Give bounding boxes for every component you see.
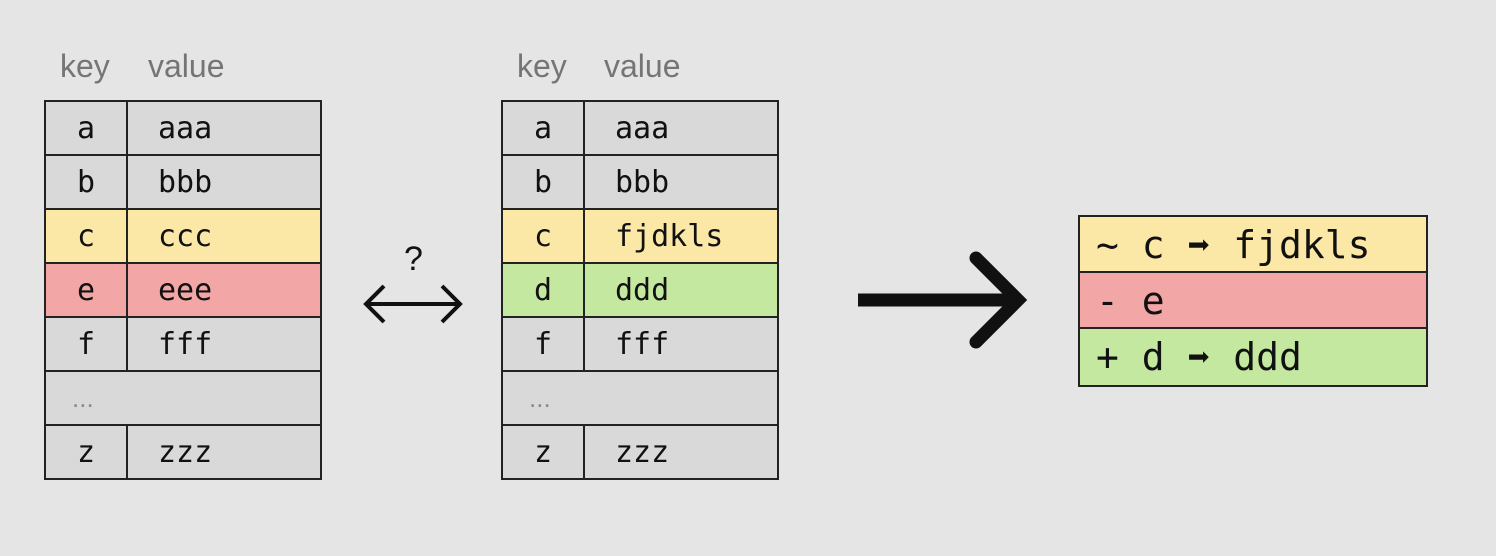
- result-line-removed: - e: [1080, 273, 1426, 329]
- value-cell: fjdkls: [583, 208, 779, 264]
- value-cell: fff: [126, 316, 322, 372]
- table-row: a aaa: [44, 100, 322, 156]
- diff-result-box: ~ c ➡ fjdkls - e + d ➡ ddd: [1078, 215, 1428, 387]
- table-row-changed: c ccc: [44, 208, 322, 264]
- table-row-ellipsis: ...: [44, 370, 322, 426]
- right-value-header: value: [604, 48, 681, 84]
- left-value-header: value: [148, 48, 225, 84]
- key-cell: c: [501, 208, 585, 264]
- key-cell: e: [44, 262, 128, 318]
- result-line-changed: ~ c ➡ fjdkls: [1080, 217, 1426, 273]
- key-cell: f: [501, 316, 585, 372]
- table-row-ellipsis: ...: [501, 370, 779, 426]
- key-cell: a: [501, 100, 585, 156]
- table-row-changed: c fjdkls: [501, 208, 779, 264]
- key-cell: f: [44, 316, 128, 372]
- left-table: a aaa b bbb c ccc e eee f fff ... z zzz: [44, 100, 322, 480]
- value-cell: bbb: [583, 154, 779, 210]
- value-cell: ccc: [126, 208, 322, 264]
- key-cell: a: [44, 100, 128, 156]
- table-row: f fff: [501, 316, 779, 372]
- value-cell: ddd: [583, 262, 779, 318]
- table-row: f fff: [44, 316, 322, 372]
- key-cell: c: [44, 208, 128, 264]
- key-cell: z: [44, 424, 128, 480]
- table-row: z zzz: [44, 424, 322, 480]
- result-line-added: + d ➡ ddd: [1080, 329, 1426, 385]
- value-cell: zzz: [583, 424, 779, 480]
- value-cell: fff: [583, 316, 779, 372]
- table-row: b bbb: [44, 154, 322, 210]
- table-row: z zzz: [501, 424, 779, 480]
- value-cell: aaa: [583, 100, 779, 156]
- double-arrow-icon: [363, 284, 463, 324]
- key-cell: d: [501, 262, 585, 318]
- key-cell: b: [44, 154, 128, 210]
- right-table: a aaa b bbb c fjdkls d ddd f fff ... z z…: [501, 100, 779, 480]
- key-cell: b: [501, 154, 585, 210]
- ellipsis-cell: ...: [44, 370, 322, 426]
- table-row: a aaa: [501, 100, 779, 156]
- right-arrow-icon: [858, 251, 1028, 349]
- value-cell: aaa: [126, 100, 322, 156]
- right-key-header: key: [517, 48, 567, 84]
- value-cell: bbb: [126, 154, 322, 210]
- value-cell: eee: [126, 262, 322, 318]
- ellipsis-cell: ...: [501, 370, 779, 426]
- table-row: b bbb: [501, 154, 779, 210]
- value-cell: zzz: [126, 424, 322, 480]
- table-row-added: d ddd: [501, 262, 779, 318]
- key-cell: z: [501, 424, 585, 480]
- compare-question-mark: ?: [404, 240, 423, 278]
- table-row-removed: e eee: [44, 262, 322, 318]
- left-key-header: key: [60, 48, 110, 84]
